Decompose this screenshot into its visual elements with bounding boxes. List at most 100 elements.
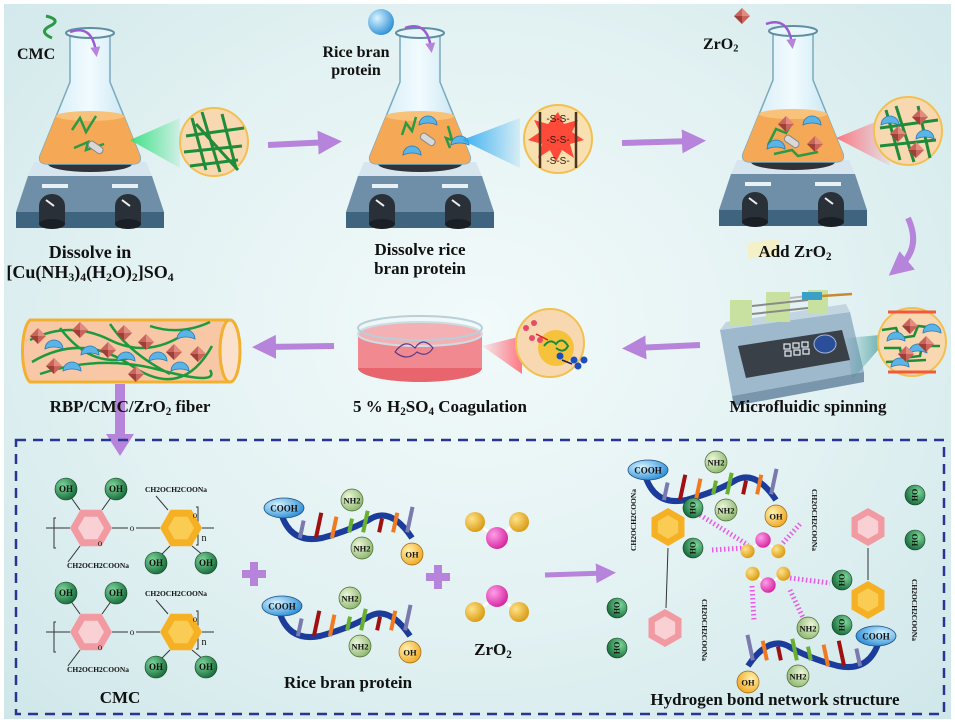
svg-text:CH2OCH2COONa: CH2OCH2COONa: [910, 579, 919, 641]
hydroxyl-group: OH: [736, 670, 760, 694]
protein-sphere-icon: [368, 9, 394, 35]
svg-text:o: o: [98, 538, 103, 548]
glucose-ring-pink: [70, 613, 112, 651]
zoom-beam: [462, 118, 520, 168]
svg-text:NH2: NH2: [790, 672, 807, 682]
zro2-molecule: [465, 512, 529, 549]
glucose-ring-yellow: [160, 613, 202, 651]
amine-group: NH2: [350, 536, 374, 560]
hydrogen-bond: [749, 585, 757, 621]
hydroxyl-bead: OH: [682, 497, 704, 519]
caption-step1-line1: Dissolve in: [48, 242, 132, 262]
label-cmc: CMC: [99, 688, 141, 707]
caption-step2: Dissolve rice bran protein: [350, 240, 490, 278]
label-rice-bran-protein: Rice bran protein: [283, 673, 413, 692]
hydrogen-bond: [789, 575, 831, 586]
amine-group: NH2: [338, 586, 362, 610]
hydrogen-bond-network: COOHNH2NH2OHCOOHNH2NH2OHOHOHOHOHOHOHOHOH…: [606, 450, 926, 694]
process-arrow: [267, 130, 342, 155]
svg-text:OH: OH: [769, 512, 783, 522]
svg-text:OH: OH: [199, 558, 213, 568]
svg-text:COOH: COOH: [270, 504, 298, 514]
svg-text:NH2: NH2: [718, 506, 735, 516]
svg-text:OH: OH: [199, 662, 213, 672]
svg-text:n: n: [202, 637, 207, 648]
label-protein-input-line1: Rice bran: [322, 44, 390, 61]
svg-text:OH: OH: [109, 588, 123, 598]
label-hydrogen-bond-network: Hydrogen bond network structure: [650, 690, 900, 709]
plus-sign: [426, 565, 450, 589]
svg-text:NH2: NH2: [800, 624, 817, 634]
hydroxyl-bead: OH: [831, 614, 853, 636]
caption-step5: 5 % H2SO4 Coagulation: [352, 397, 528, 418]
solution-contents-1: [70, 115, 105, 155]
hydroxyl-bead: OH: [54, 581, 78, 605]
svg-text:o: o: [130, 523, 135, 533]
caption-step2-line1: Dissolve rice: [374, 240, 466, 259]
svg-text:OH: OH: [837, 619, 846, 632]
svg-text:OH: OH: [688, 542, 697, 555]
svg-text:o: o: [130, 627, 135, 637]
svg-text:COOH: COOH: [634, 466, 662, 476]
svg-text:-S-S-: -S-S-: [546, 114, 569, 125]
svg-text:OH: OH: [405, 550, 419, 560]
svg-text:OH: OH: [910, 534, 919, 547]
caption-step4: Microfluidic spinning: [729, 397, 887, 416]
add-arrow-icon: [69, 29, 101, 57]
inset-disulfide-bonds: -S-S- -S-S- -S-S-: [523, 104, 593, 174]
glucose-ring-pink: [70, 509, 112, 547]
svg-text:COOH: COOH: [268, 602, 296, 612]
plus-sign: [242, 562, 266, 586]
petri-dish-coagulation: [357, 315, 483, 382]
svg-text:CH2OCH2COONa: CH2OCH2COONa: [67, 665, 129, 674]
zro2-molecule: [745, 566, 791, 593]
add-arrow-icon: [765, 21, 797, 49]
caption-step2-line2: bran protein: [374, 259, 466, 279]
hydroxyl-group: OH: [400, 542, 424, 566]
svg-text:CH2OCH2COONa: CH2OCH2COONa: [145, 485, 207, 494]
process-arrow: [622, 335, 701, 360]
svg-text:OH: OH: [688, 502, 697, 515]
svg-text:o: o: [98, 642, 103, 652]
hydroxyl-bead: OH: [144, 551, 168, 575]
hydroxyl-bead: OH: [606, 637, 628, 659]
svg-text:NH2: NH2: [352, 642, 369, 652]
process-arrow: [621, 129, 706, 154]
svg-text:OH: OH: [612, 602, 621, 615]
composite-fiber-cylinder: [20, 318, 242, 384]
process-arrow-curved: [888, 216, 917, 276]
svg-text:-S-S-: -S-S-: [546, 156, 569, 167]
label-protein-input-line2: protein: [331, 61, 381, 79]
hydroxyl-bead: OH: [194, 551, 218, 575]
hydroxyl-bead: OH: [682, 537, 704, 559]
carboxyl-group: COOH: [263, 497, 305, 519]
hydroxyl-group: OH: [764, 504, 788, 528]
caption-step1-line2: [Cu(NH3)4(H2O)2]SO4: [6, 262, 174, 285]
zro2-crystal-icon: [734, 8, 750, 24]
svg-text:OH: OH: [149, 558, 163, 568]
carboxyl-group: COOH: [627, 459, 669, 481]
svg-text:OH: OH: [403, 648, 417, 658]
hydrogen-bond: [698, 512, 750, 548]
label-zro2-input: ZrO2: [703, 36, 739, 55]
dashed-panel-border: [14, 438, 946, 716]
svg-text:n: n: [202, 533, 207, 544]
hydroxyl-bead: OH: [194, 655, 218, 679]
glucose-ring-pink: [648, 609, 682, 647]
label-zro2: ZrO2: [474, 640, 512, 661]
amine-group: NH2: [714, 498, 738, 522]
svg-text:o: o: [193, 614, 198, 624]
inset-composite-network: [873, 96, 943, 166]
svg-text:CH2OCH2COONa: CH2OCH2COONa: [700, 599, 709, 661]
hydrogen-bond: [780, 522, 802, 546]
solution-contents-2: [400, 115, 470, 156]
solution-contents-3: [766, 115, 823, 158]
caption-step1: Dissolve in [Cu(NH3)4(H2O)2]SO4: [0, 242, 180, 284]
